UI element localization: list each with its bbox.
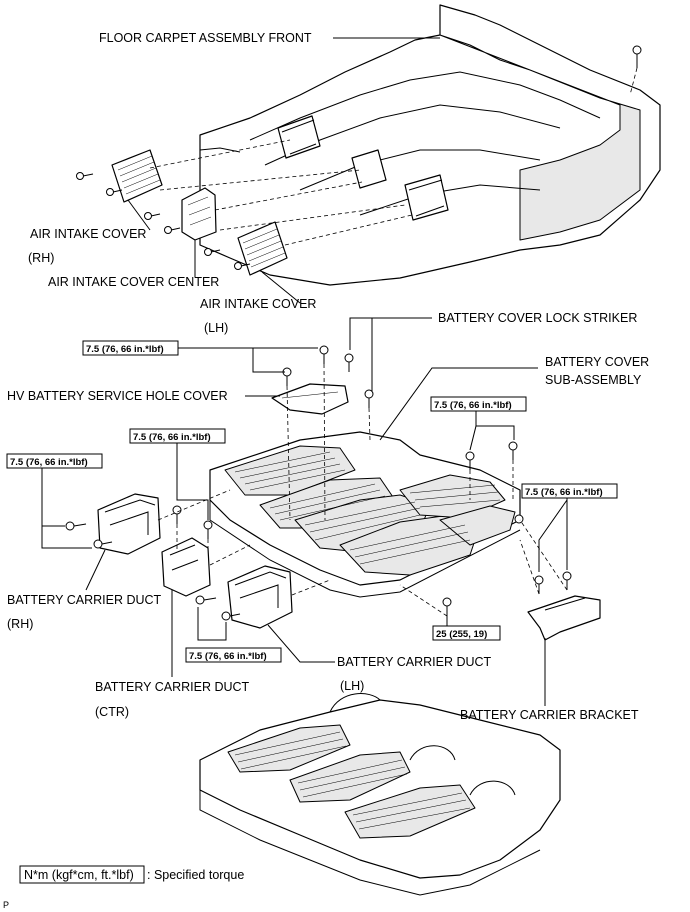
legend-text: : Specified torque bbox=[147, 868, 244, 882]
legend: N*m (kgf*cm, ft.*lbf) : Specified torque bbox=[19, 865, 244, 884]
corner-mark: P bbox=[3, 900, 9, 910]
label-ctr: (CTR) bbox=[95, 705, 129, 719]
label-air-intake-cover-center: AIR INTAKE COVER CENTER bbox=[48, 275, 219, 289]
label-battery-cover-1: BATTERY COVER bbox=[545, 355, 649, 369]
label-hv-service-hole-cover: HV BATTERY SERVICE HOLE COVER bbox=[7, 389, 228, 403]
torque-box-1: 7.5 (76, 66 in.*lbf) bbox=[82, 340, 179, 356]
torque-value: 7.5 (76, 66 in.*lbf) bbox=[189, 651, 267, 662]
air-intake-cover-lh-drawing bbox=[237, 221, 288, 276]
part-labels: FLOOR CARPET ASSEMBLY FRONT AIR INTAKE C… bbox=[7, 31, 649, 722]
hv-service-hole-cover-drawing bbox=[271, 383, 349, 415]
label-air-intake-cover-rh: AIR INTAKE COVER bbox=[30, 227, 146, 241]
torque-value: 7.5 (76, 66 in.*lbf) bbox=[133, 432, 211, 443]
middle-dashed-guides bbox=[157, 363, 568, 617]
air-intake-cover-center-drawing bbox=[181, 187, 217, 241]
label-battery-carrier-duct-lh: BATTERY CARRIER DUCT bbox=[337, 655, 492, 669]
torque-value: 7.5 (76, 66 in.*lbf) bbox=[10, 457, 88, 468]
upper-bolts bbox=[76, 172, 251, 270]
torque-box-3: 7.5 (76, 66 in.*lbf) bbox=[129, 428, 226, 444]
torque-box-7: 25 (255, 19) bbox=[432, 625, 501, 641]
lower-battery-assembly-drawing bbox=[199, 693, 561, 896]
label-battery-cover-lock-striker: BATTERY COVER LOCK STRIKER bbox=[438, 311, 637, 325]
upper-dashed-guides bbox=[149, 139, 413, 246]
label-lh-1: (LH) bbox=[204, 321, 228, 335]
label-battery-carrier-duct-rh: BATTERY CARRIER DUCT bbox=[7, 593, 162, 607]
battery-carrier-duct-lh-drawing bbox=[227, 565, 293, 629]
torque-value: 7.5 (76, 66 in.*lbf) bbox=[525, 487, 603, 498]
label-battery-cover-2: SUB-ASSEMBLY bbox=[545, 373, 642, 387]
torque-box-2: 7.5 (76, 66 in.*lbf) bbox=[6, 453, 103, 469]
leader-lines bbox=[41, 37, 568, 706]
label-rh-1: (RH) bbox=[28, 251, 54, 265]
middle-bolts bbox=[65, 345, 572, 621]
label-rh-2: (RH) bbox=[7, 617, 33, 631]
air-intake-cover-rh-drawing bbox=[111, 149, 163, 203]
torque-box-4: 7.5 (76, 66 in.*lbf) bbox=[430, 396, 527, 412]
battery-cover-drawing bbox=[209, 431, 521, 598]
battery-carrier-bracket-drawing bbox=[527, 595, 601, 641]
battery-carrier-duct-ctr-drawing bbox=[161, 537, 211, 597]
torque-specs: 7.5 (76, 66 in.*lbf) 7.5 (76, 66 in.*lbf… bbox=[6, 340, 618, 663]
floor-carpet-drawing bbox=[199, 4, 661, 286]
torque-box-6: 7.5 (76, 66 in.*lbf) bbox=[185, 647, 282, 663]
battery-carrier-duct-rh-drawing bbox=[97, 493, 161, 555]
label-floor-carpet: FLOOR CARPET ASSEMBLY FRONT bbox=[99, 31, 312, 45]
torque-value: 7.5 (76, 66 in.*lbf) bbox=[86, 344, 164, 355]
label-lh-2: (LH) bbox=[340, 679, 364, 693]
torque-value: 7.5 (76, 66 in.*lbf) bbox=[434, 400, 512, 411]
label-battery-carrier-duct-ctr: BATTERY CARRIER DUCT bbox=[95, 680, 250, 694]
torque-box-5: 7.5 (76, 66 in.*lbf) bbox=[521, 483, 618, 499]
label-air-intake-cover-lh: AIR INTAKE COVER bbox=[200, 297, 316, 311]
torque-value: 25 (255, 19) bbox=[436, 629, 487, 640]
legend-unit: N*m (kgf*cm, ft.*lbf) bbox=[24, 868, 134, 882]
label-battery-carrier-bracket: BATTERY CARRIER BRACKET bbox=[460, 708, 639, 722]
